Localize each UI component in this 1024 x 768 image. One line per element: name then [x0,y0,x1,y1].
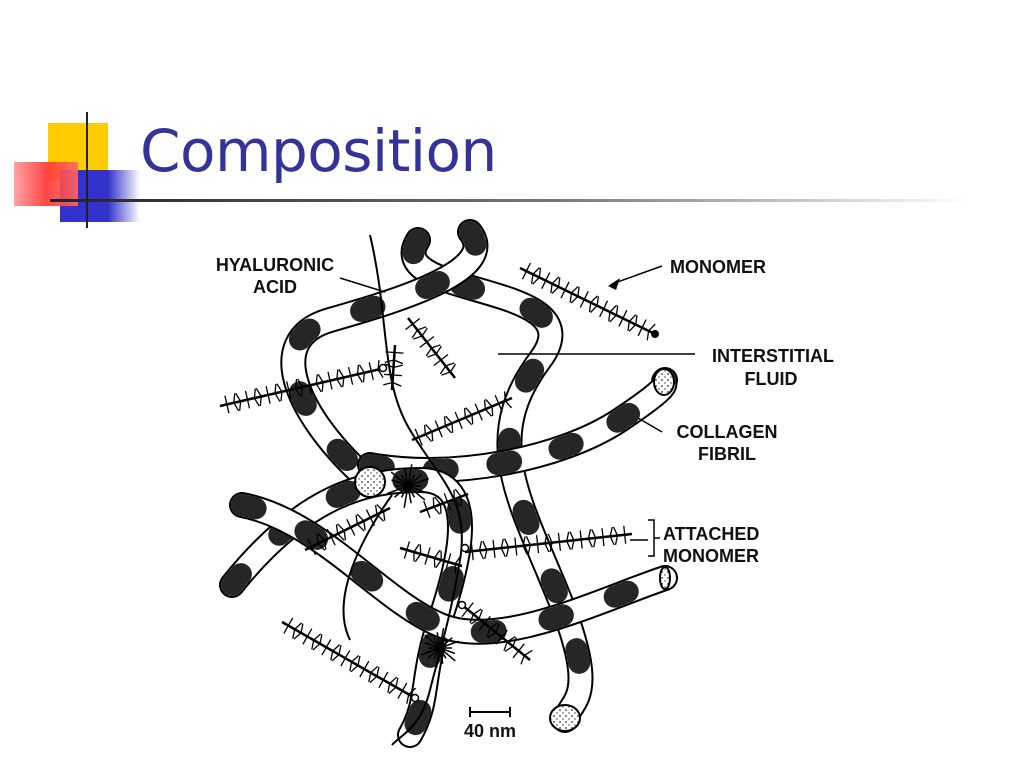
monomers [219,262,659,704]
collagen-fibril-2 [280,219,489,493]
collagen-fibril-1 [400,227,594,733]
monomer [399,541,463,574]
monomer [464,525,633,561]
monomer-arrowhead [608,278,620,290]
label-monomer: MONOMER [670,257,766,277]
monomer-cluster [420,628,460,668]
label-interstitial-fluid-line1: INTERSTITIAL [712,346,834,366]
title-divider [50,199,970,202]
leader-lines [339,265,695,557]
red-square [14,162,78,206]
label-hyaluronic-acid-line1: HYALURONIC [216,255,334,275]
monomer-attachment-points [378,363,470,703]
monomer [411,391,513,446]
label-collagen-fibril-line1: COLLAGEN [677,422,778,442]
fibril-end [659,566,671,590]
label-collagen-fibril-line2: FIBRIL [698,444,756,464]
monomer [304,504,391,556]
fibril-end [549,704,581,732]
scale-bar: 40 nm [464,707,516,741]
slide-title: Composition [140,117,497,185]
label-interstitial-fluid-line2: FLUID [745,369,798,389]
monomer [383,344,404,391]
collagen-fibril-5 [229,492,678,645]
scale-bar-label: 40 nm [464,721,516,741]
monomer [519,262,659,341]
label-attached-monomer-line2: MONOMER [663,546,759,566]
fibril-end [653,368,675,396]
diagram-labels: HYALURONIC ACID MONOMER INTERSTITIAL FLU… [216,255,834,566]
label-attached-monomer-line1: ATTACHED [663,524,759,544]
monomer [419,488,469,519]
monomer-cluster [387,464,429,508]
fibril-end [354,466,386,498]
label-hyaluronic-acid-line2: ACID [253,277,297,297]
monomer [219,360,386,414]
monomer [405,317,457,379]
monomer [281,617,417,704]
monomer [461,602,533,665]
